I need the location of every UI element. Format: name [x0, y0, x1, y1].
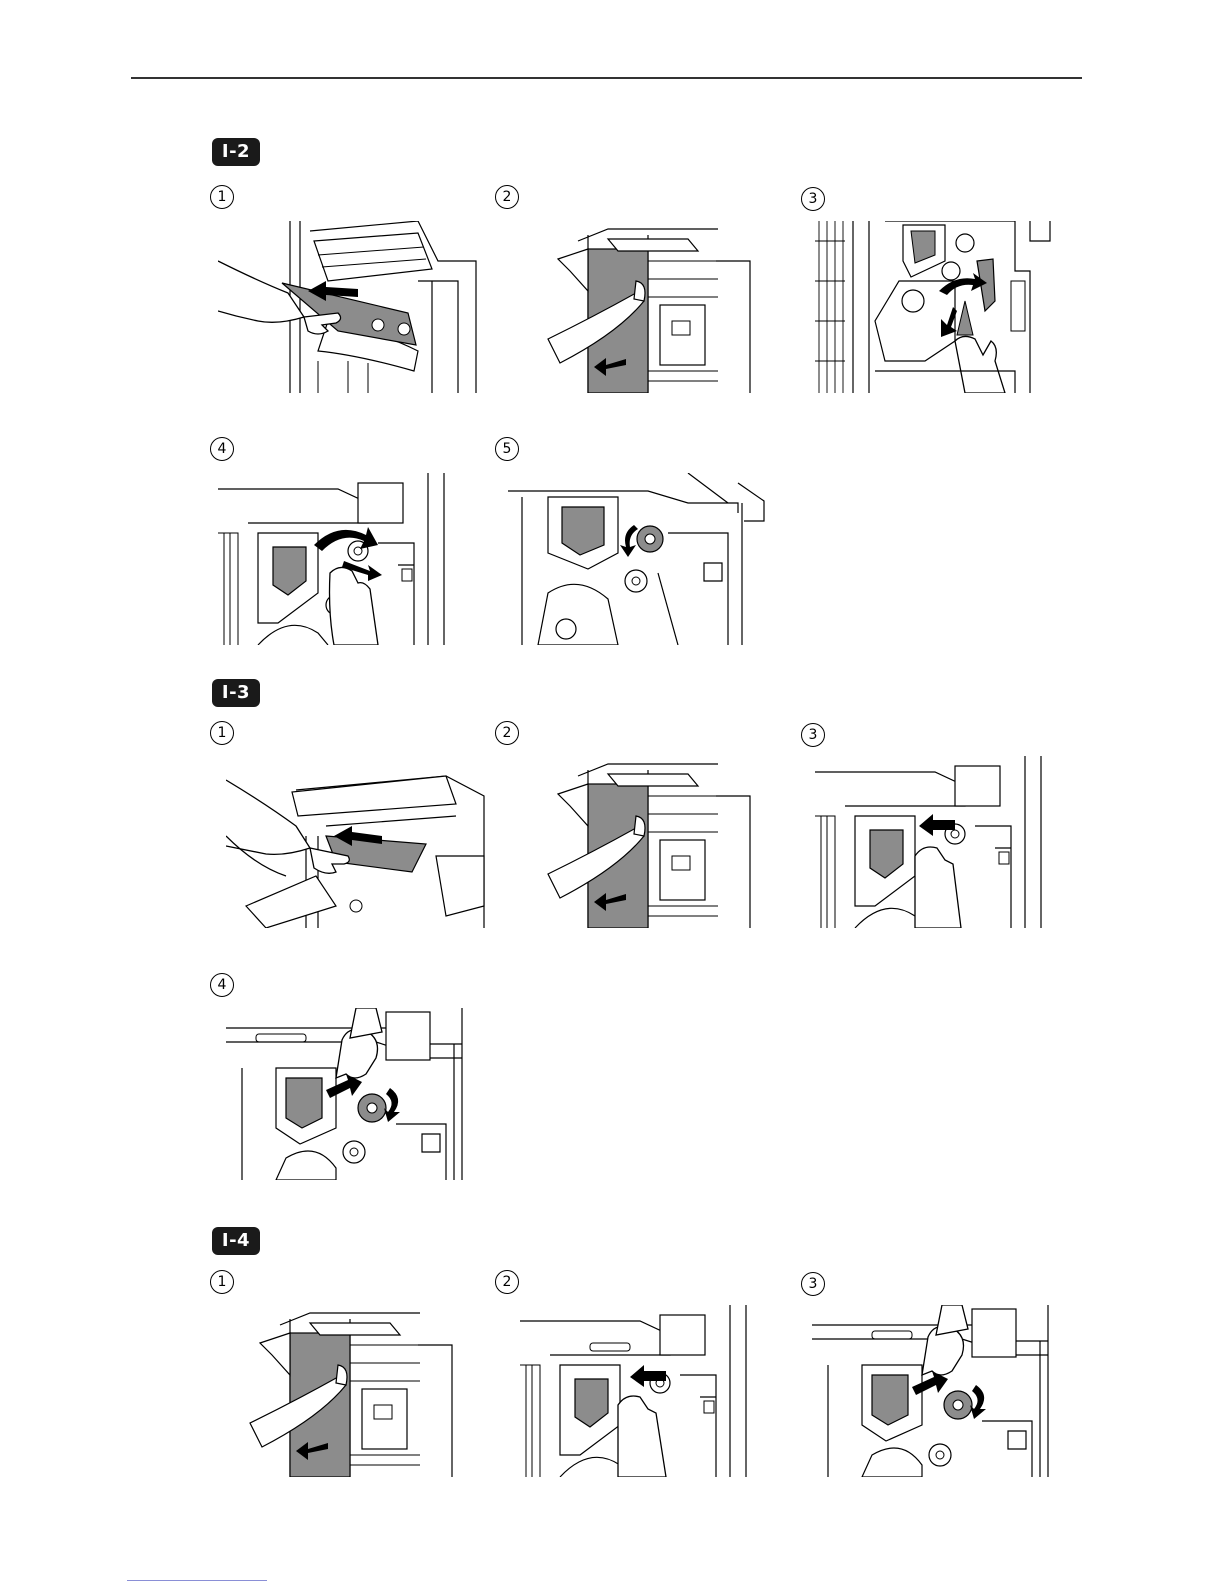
illustration-i4-step2: [520, 1305, 760, 1477]
illustration-i2-step2: [538, 221, 753, 393]
illustration-i4-step1: [240, 1305, 455, 1477]
section-badge-i2: I-2: [212, 138, 260, 166]
step-number: 2: [495, 1270, 519, 1294]
illustration-i3-step2: [538, 756, 753, 928]
step-number: 2: [495, 185, 519, 209]
illustration-i3-step3: [815, 756, 1055, 928]
step-number: 1: [210, 1270, 234, 1294]
step-number: 5: [495, 437, 519, 461]
step-number: 3: [801, 187, 825, 211]
illustration-i4-step3: [812, 1305, 1072, 1477]
illustration-i2-step4: [218, 473, 458, 645]
illustration-i3-step1: [226, 756, 486, 928]
step-number: 4: [210, 973, 234, 997]
step-number: 3: [801, 723, 825, 747]
header-rule: [131, 77, 1082, 79]
illustration-i3-step4: [226, 1008, 486, 1180]
step-number: 4: [210, 437, 234, 461]
step-number: 3: [801, 1272, 825, 1296]
illustration-i2-step5: [508, 473, 768, 645]
section-badge-i3: I-3: [212, 679, 260, 707]
illustration-i2-step1: [218, 221, 478, 393]
step-number: 2: [495, 721, 519, 745]
step-number: 1: [210, 185, 234, 209]
footer-link-underline: [127, 1580, 267, 1581]
illustration-i2-step3: [815, 221, 1055, 393]
step-number: 1: [210, 721, 234, 745]
section-badge-i4: I-4: [212, 1227, 260, 1255]
